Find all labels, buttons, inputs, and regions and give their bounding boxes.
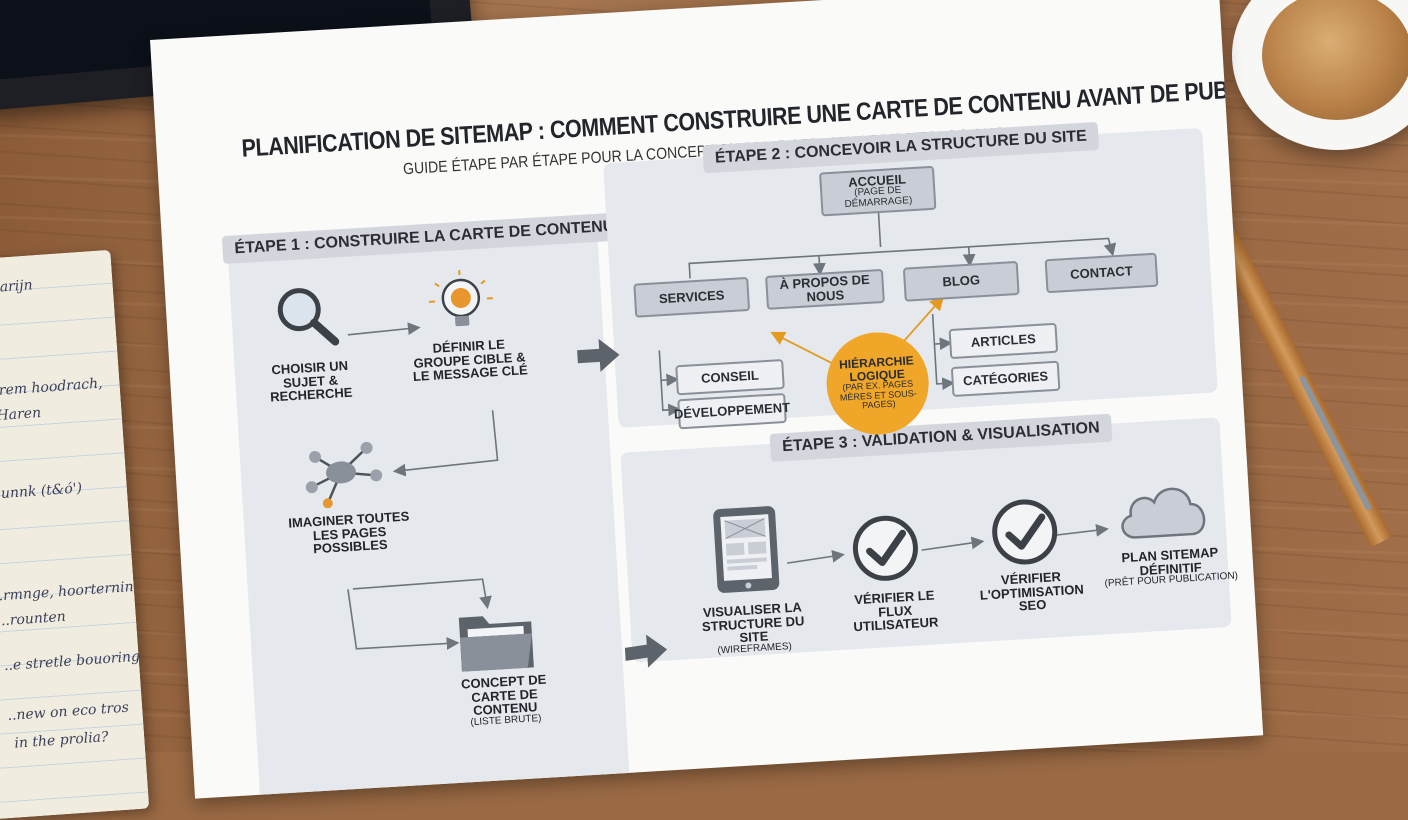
notebook-line: ..rmnge, hoorterning. bbox=[0, 578, 147, 605]
node-developpement: DÉVELOPPEMENT bbox=[677, 393, 787, 429]
diagram-sheet: PLANIFICATION DE SITEMAP : COMMENT CONST… bbox=[150, 0, 1263, 799]
home-node: ACCUEIL (PAGE DE DÉMARRAGE) bbox=[819, 166, 936, 217]
concept-text: CONCEPT DE CARTE DE CONTENU bbox=[461, 672, 547, 719]
notebook-line: ..unnk (t&ó') bbox=[0, 480, 83, 502]
notebook-line: ..rounten bbox=[0, 609, 66, 629]
step3-item-seo: VÉRIFIER L'OPTIMISATION SEO bbox=[973, 568, 1090, 616]
node-contact: CONTACT bbox=[1045, 253, 1159, 294]
node-about: À PROPOS DE NOUS bbox=[765, 269, 885, 310]
node-conseil: CONSEIL bbox=[675, 359, 785, 395]
folder-icon bbox=[454, 603, 538, 676]
checkmark-circle-icon bbox=[987, 494, 1063, 570]
lightbulb-brain-icon bbox=[424, 268, 498, 342]
visualize-text: VISUALISER LA STRUCTURE DU SITE bbox=[702, 599, 805, 645]
node-articles: ARTICLES bbox=[949, 323, 1059, 359]
step3-item-flow: VÉRIFIER LE FLUX UTILISATEUR bbox=[839, 588, 951, 635]
step1-item-concept: CONCEPT DE CARTE DE CONTENU (LISTE BRUTE… bbox=[443, 672, 566, 730]
notebook-line: ..marijn bbox=[0, 277, 33, 297]
step1-item-target: DÉFINIR LE GROUPE CIBLE & LE MESSAGE CLÉ bbox=[408, 336, 530, 384]
tablet-wireframe-icon bbox=[709, 504, 784, 598]
coffee bbox=[1262, 0, 1408, 120]
step1-item-topic: CHOISIR UN SUJET & RECHERCHE bbox=[254, 358, 366, 405]
cloud-icon bbox=[1113, 473, 1212, 549]
notebook-line: ..new on eco tros bbox=[7, 700, 129, 724]
checkmark-circle-icon bbox=[847, 510, 923, 586]
notebook-line: in the prolia? bbox=[14, 729, 109, 752]
notebook-line: Agrem hoodrach, bbox=[0, 376, 103, 401]
notebook-line: ..e stretle bouoring. bbox=[3, 648, 144, 674]
node-categories: CATÉGORIES bbox=[951, 361, 1061, 397]
home-sub: (PAGE DE DÉMARRAGE) bbox=[822, 184, 934, 212]
magnifier-icon bbox=[270, 279, 344, 353]
step3-item-final: PLAN SITEMAP DÉFINITIF (PRÊT POUR PUBLIC… bbox=[1102, 544, 1239, 590]
network-icon bbox=[294, 435, 388, 510]
step1-item-pages: IMAGINER TOUTES LES PAGES POSSIBLES bbox=[284, 509, 416, 558]
step3-item-visualize: VISUALISER LA STRUCTURE DU SITE (WIREFRA… bbox=[690, 600, 818, 659]
node-blog: BLOG bbox=[903, 261, 1020, 302]
callout-sub: (PAR EX. PAGES MÈRES ET SOUS-PAGES) bbox=[827, 379, 930, 413]
node-services: SERVICES bbox=[633, 277, 750, 318]
notebook-line: Haren bbox=[0, 405, 42, 424]
